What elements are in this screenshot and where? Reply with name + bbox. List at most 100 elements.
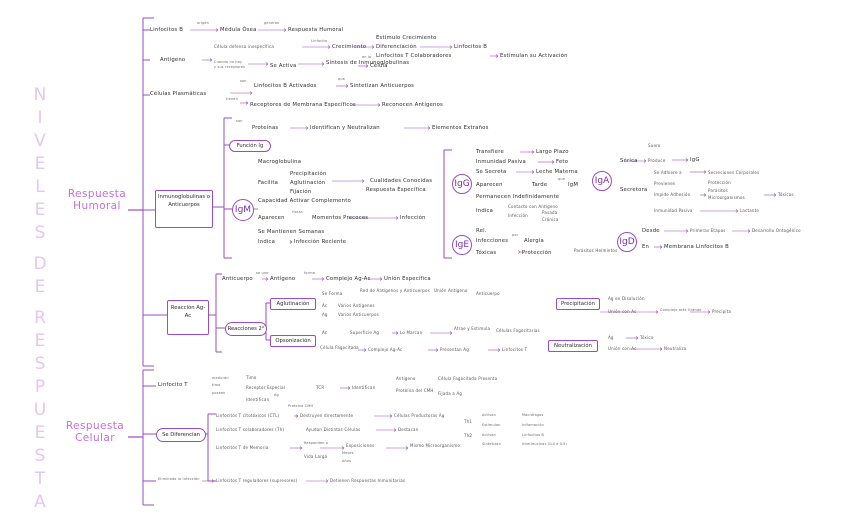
pre-3: Complejo más Grande xyxy=(660,308,702,312)
ce-mem7: Años xyxy=(342,459,352,463)
iga-1: Suero xyxy=(648,143,661,148)
box-opsonizacion: Opsonización xyxy=(270,335,316,347)
node-estimulan: Estimulan su Activación xyxy=(500,53,568,59)
note-son: son xyxy=(240,79,247,83)
node-celula: Célula xyxy=(370,63,388,69)
node-medula-osea: Médula Ósea xyxy=(220,27,257,33)
title-letter: S xyxy=(34,223,46,243)
ops-3: Lo Marcan xyxy=(400,330,423,335)
ce-th2c: Linfocitos B xyxy=(522,433,545,437)
ce-lt: Linfocito T xyxy=(158,382,188,388)
neu-3: Unión con Ac xyxy=(608,346,637,351)
node-linfocitos-b: Linfocitos B xyxy=(150,27,184,33)
iga-9: Protección xyxy=(708,180,731,185)
igd-4: En xyxy=(642,244,650,250)
box-neutralizacion: Neutralización xyxy=(548,340,598,352)
box-aglutinacion: Aglutinación xyxy=(270,298,316,310)
ce-reg0: Eliminado la Infección xyxy=(158,477,200,481)
title-letter: S xyxy=(34,446,46,466)
igg-7: Aparecen xyxy=(476,182,503,188)
igm-line-13: Infección Reciente xyxy=(294,239,347,245)
note-en-la: en la xyxy=(362,55,372,59)
igd-1: Desde xyxy=(642,228,660,234)
ops-2: Superficie Ag xyxy=(350,330,380,335)
igg-3: Inmunidad Pasiva xyxy=(476,159,526,165)
iga-12: Impide Adhesión xyxy=(654,192,691,197)
igm-right-2: Respuesta Específica xyxy=(366,187,426,193)
igg-14: Infección xyxy=(508,213,528,218)
note-que: que xyxy=(338,77,345,81)
node-linfocitos-b-2: Linfocitos B xyxy=(454,44,488,50)
node-proteinas: Proteínas xyxy=(252,125,279,131)
ce-th2e: Interleucinas (IL4 e IL5) xyxy=(522,442,567,446)
ce-ctl3: Células Productoras Ag xyxy=(394,413,445,418)
ce-mem2: Responden a xyxy=(304,441,329,445)
igd-2: Primeras Etapas xyxy=(690,228,726,233)
ce-th1a: Th1 xyxy=(464,419,473,424)
ce-th2d: Sintetizan xyxy=(482,442,501,446)
section-humoral: Respuesta Humoral xyxy=(67,188,127,212)
re-anticuerpo: Anticuerpo xyxy=(222,276,253,282)
igm-line-12: Indica xyxy=(258,239,276,245)
iga-14: Inmunidad Pasiva xyxy=(654,208,693,213)
node-respuesta-humoral: Respuesta Humoral xyxy=(288,27,344,33)
note-cuando: Cuando no hay xyxy=(214,60,243,64)
igm-line-4: Aglutinación xyxy=(290,180,326,186)
ige-1: Rel. xyxy=(476,228,487,234)
iga-4: IgG xyxy=(690,157,700,163)
circle-igg: IgG xyxy=(452,174,472,194)
ops-8: Presentan Ag xyxy=(440,347,469,352)
ce-proteina2: Proteína del CMH xyxy=(396,388,434,393)
pre-4: Precipita xyxy=(712,309,732,314)
igm-line-9: Momentos Precoces xyxy=(312,215,369,221)
ige-5: Tóxicas xyxy=(476,250,497,256)
igm-line-1: Macroglobulina xyxy=(258,159,302,165)
title-letter: E xyxy=(34,154,46,174)
ce-th1d: Estimulan xyxy=(482,423,501,427)
title-letter: E xyxy=(34,423,46,443)
ce-antigeno: Antígeno xyxy=(396,376,416,381)
node-sintetizan: Sintetizan Anticuerpos xyxy=(350,83,415,89)
re-n2: forma xyxy=(304,271,315,275)
box-reaccion-ag-ac: Reacción Ag-Ac xyxy=(167,300,209,335)
title-letter: R xyxy=(34,308,46,328)
node-elementos: Elementos Extraños xyxy=(432,125,489,131)
node-se-activa: Se Activa xyxy=(270,63,297,69)
re-complejo: Complejo Ag-Ac xyxy=(326,276,371,282)
title-letter: E xyxy=(34,200,46,220)
igm-line-6: Capacidad Activar Complemento xyxy=(258,198,351,204)
ops-6: Célula Fagocitada xyxy=(320,345,359,350)
igm-line-3: Precipitación xyxy=(290,171,327,177)
node-diferenciacion: Diferenciación xyxy=(376,44,417,50)
box-inmunoglobulinas: Inmunoglobulinas o Anticuerpos xyxy=(155,190,213,228)
agl-7: Ag xyxy=(322,312,328,317)
igg-1: Transfiere xyxy=(476,149,504,155)
note-generan: generan xyxy=(264,21,280,25)
igd-3: Desarrollo Ontogénico xyxy=(752,228,801,233)
ce-proteina: Proteína CMH xyxy=(288,404,314,408)
igm-line-10: Infección xyxy=(400,215,426,221)
agl-2: Red de Antígenos y Anticuerpos xyxy=(360,288,430,293)
box-precipitacion: Precipitación xyxy=(556,298,600,310)
ce-reg2: Detienen Respuestas Inmunitarias xyxy=(330,478,406,483)
igm-line-7: Aparecen xyxy=(258,215,285,221)
agl-1: Se Forma xyxy=(322,291,343,296)
title-letter: E xyxy=(34,331,46,351)
section-celular: Respuesta Celular xyxy=(65,420,125,444)
node-reconocen: Reconocen Antígenos xyxy=(382,102,443,108)
ce-th1b: Activan xyxy=(482,413,497,417)
ce-th2b: Activan xyxy=(482,433,497,437)
note-linfocito: Linfocito xyxy=(311,39,328,43)
ce-mem6: Meses xyxy=(342,451,354,455)
title-letter: P xyxy=(34,377,46,397)
ce-timo: Timo xyxy=(246,375,257,380)
igg-15: Pasada xyxy=(542,210,558,215)
igg-13: Contacto con Antígeno xyxy=(508,204,558,209)
igg-8: Tarde xyxy=(532,182,548,188)
node-celula-defensa: Célula defensa inespecífica xyxy=(214,44,275,49)
box-funcion-ig: Función Ig xyxy=(229,140,271,152)
circle-igd: IgD xyxy=(617,232,637,252)
iga-7: Secreciones Corporales xyxy=(708,170,760,175)
igm-line-8: Horas xyxy=(292,210,303,214)
